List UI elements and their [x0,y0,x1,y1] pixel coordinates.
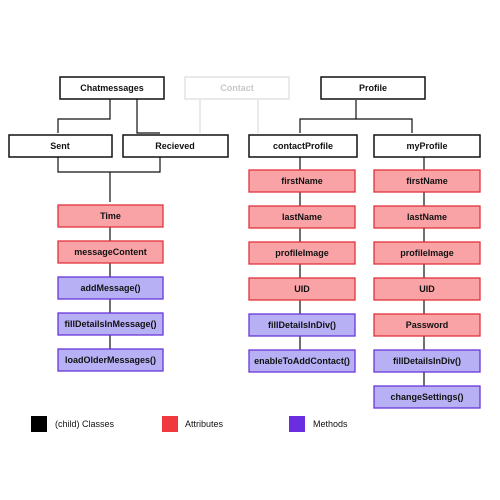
class-contact-profile-label: contactProfile [273,141,333,151]
method-box: fillDetailsInMessage() [57,312,164,336]
method-box: fillDetailsInDiv() [248,313,356,337]
connector-profile-children [299,100,413,133]
attribute-box-bg [248,205,356,229]
attribute-box: Password [373,313,481,337]
method-box-bg [373,385,481,409]
attribute-box-bg [373,241,481,265]
attribute-box: UID [373,277,481,301]
method-box: changeSettings() [373,385,481,409]
attribute-box: lastName [373,205,481,229]
attribute-box: messageContent [57,240,164,264]
attribute-box: lastName [248,205,356,229]
method-box: fillDetailsInDiv() [373,349,481,373]
method-box-bg [248,313,356,337]
attribute-box: profileImage [373,241,481,265]
class-contact-label: Contact [220,83,254,93]
connector-contact-faded [199,100,259,133]
attribute-label: Time [100,211,121,221]
class-profile: Profile [320,76,426,100]
method-label: enableToAddContact() [254,356,350,366]
legend-classes-label: (child) Classes [55,419,115,429]
attribute-box: firstName [373,169,481,193]
attribute-label: UID [294,284,310,294]
connector-sent-recieved-to-members [57,157,161,202]
method-label: changeSettings() [390,392,463,402]
attribute-box-bg [373,313,481,337]
method-label: fillDetailsInDiv() [268,320,336,330]
method-box-bg [57,276,164,300]
class-sent-label: Sent [50,141,70,151]
method-box-bg [248,349,356,373]
attribute-label: lastName [407,212,447,222]
method-label: addMessage() [80,283,140,293]
attribute-label: Password [406,320,449,330]
attribute-label: firstName [281,176,323,186]
class-recieved: Recieved [122,134,229,158]
attribute-label: messageContent [74,247,147,257]
method-box-bg [373,349,481,373]
attribute-box-bg [57,204,164,228]
class-chatmessages: Chatmessages [59,76,165,100]
class-chatmessages-label: Chatmessages [80,83,144,93]
method-label: fillDetailsInDiv() [393,356,461,366]
attribute-box-bg [248,241,356,265]
class-contact: Contact [184,76,290,100]
class-sent: Sent [8,134,113,158]
method-box-bg [57,312,164,336]
legend-methods-label: Methods [313,419,348,429]
method-box: addMessage() [57,276,164,300]
method-label: fillDetailsInMessage() [64,319,156,329]
class-contact-profile: contactProfile [248,134,358,158]
class-my-profile: myProfile [373,134,481,158]
attribute-box-bg [373,169,481,193]
legend-method-swatch [289,416,305,432]
attribute-label: profileImage [400,248,454,258]
method-box-bg [57,348,164,372]
legend: (child) Classes Attributes Methods [31,416,348,432]
method-label: loadOlderMessages() [65,355,156,365]
attribute-box-bg [373,277,481,301]
class-my-profile-label: myProfile [406,141,447,151]
attribute-box: firstName [248,169,356,193]
attribute-label: UID [419,284,435,294]
legend-attribute-swatch [162,416,178,432]
connector-chat-to-recieved [136,98,160,134]
attribute-label: profileImage [275,248,329,258]
attribute-label: firstName [406,176,448,186]
attribute-box-bg [373,205,481,229]
attribute-box-bg [248,169,356,193]
chat-members: Time messageContent addMessage() fillDetail… [57,204,164,372]
legend-class-swatch [31,416,47,432]
class-profile-label: Profile [359,83,387,93]
attribute-box: Time [57,204,164,228]
attribute-box-bg [248,277,356,301]
legend-attributes-label: Attributes [185,419,224,429]
method-box: loadOlderMessages() [57,348,164,372]
attribute-box-bg [57,240,164,264]
method-box: enableToAddContact() [248,349,356,373]
attribute-label: lastName [282,212,322,222]
attribute-box: profileImage [248,241,356,265]
class-recieved-label: Recieved [155,141,195,151]
attribute-box: UID [248,277,356,301]
connector-chat-to-sent [57,98,111,133]
